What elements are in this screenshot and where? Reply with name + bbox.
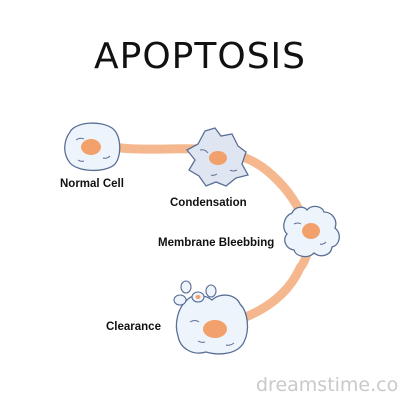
clearance-nucleus <box>203 320 227 338</box>
normal-cell-nucleus <box>81 139 101 155</box>
pathway-arc <box>107 142 313 327</box>
diagram-title: APOPTOSIS <box>93 36 307 77</box>
watermark: dreamstime.com <box>256 374 400 396</box>
condensation-cell <box>186 127 249 187</box>
normal-cell <box>64 122 121 172</box>
label-clearance: Clearance <box>106 321 161 333</box>
label-normal-cell: Normal Cell <box>60 178 124 190</box>
label-membrane-blebbing: Membrane Bleebbing <box>158 237 275 249</box>
label-condensation: Condensation <box>170 197 247 209</box>
clearance-cell <box>175 294 249 355</box>
apoptotic-bodies <box>173 280 217 306</box>
condensation-nucleus <box>209 151 227 165</box>
blebbing-nucleus <box>302 223 320 239</box>
blebbing-cell <box>283 205 340 258</box>
